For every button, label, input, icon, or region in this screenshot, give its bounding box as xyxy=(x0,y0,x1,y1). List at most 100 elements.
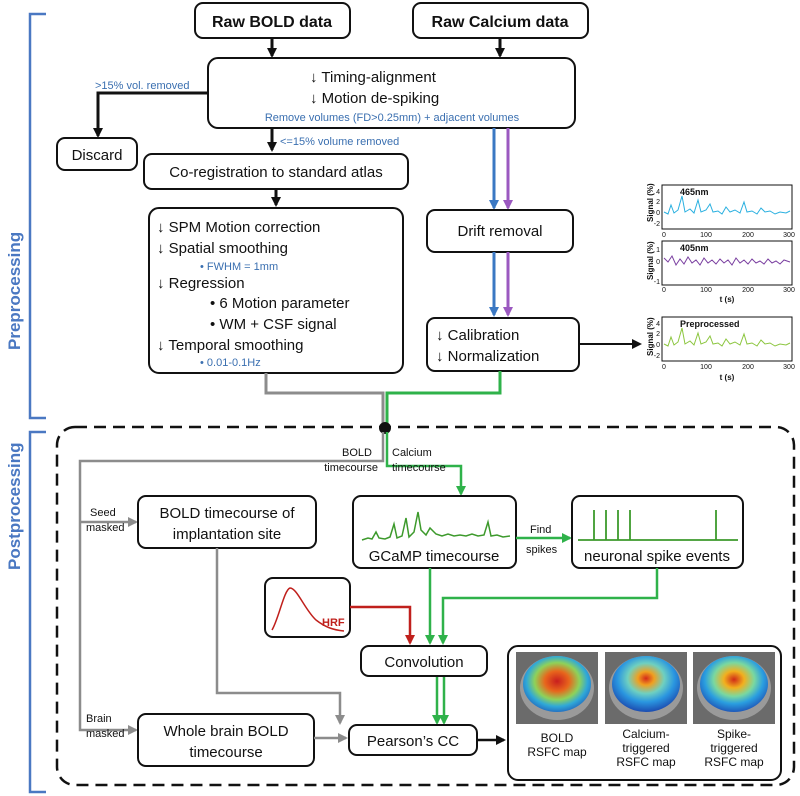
postprocessing-bracket xyxy=(28,430,46,794)
plot-405-xlabel: t (s) xyxy=(720,295,735,304)
wm-csf: • WM + CSF signal xyxy=(210,316,337,333)
plot-405-xtick-3: 300 xyxy=(783,287,795,294)
plot-pre-xtick-3: 300 xyxy=(783,364,795,371)
whole-brain-line2: timecourse xyxy=(189,744,262,761)
trace-preprocessed xyxy=(663,327,791,347)
plot-465-ytick-3: -2 xyxy=(654,221,660,228)
plot-405-ylabel: Signal (%) xyxy=(646,241,655,280)
calcium-timecourse-label-2: timecourse xyxy=(392,462,446,474)
bold-timecourse-label-1: BOLD xyxy=(342,447,372,459)
plot-pre-ytick-2: 0 xyxy=(656,342,660,349)
gcamp-trace xyxy=(361,511,511,541)
postprocessing-label: Postprocessing xyxy=(5,442,24,570)
plot-pre-xtick-1: 100 xyxy=(700,364,712,371)
motion-param: • 6 Motion parameter xyxy=(210,295,350,312)
convolution-box xyxy=(360,645,488,677)
plot-405-ytick-0: 1 xyxy=(656,247,660,254)
timing-alignment-text: ↓ Timing-alignment xyxy=(310,69,437,86)
spike-map-image xyxy=(693,652,775,724)
normalization-label: ↓ Normalization xyxy=(436,348,539,365)
whole-brain-box xyxy=(137,713,315,767)
discard-label: Discard xyxy=(72,147,123,164)
map2-line1: Calcium- xyxy=(622,727,669,741)
map3-line1: Spike- xyxy=(717,727,751,741)
plot-405-xtick-2: 200 xyxy=(742,287,754,294)
remove-volumes-text: Remove volumes (FD>0.25mm) + adjacent vo… xyxy=(265,112,520,124)
bold-timecourse-label-2: timecourse xyxy=(324,462,378,474)
calibration-label: ↓ Calibration xyxy=(436,327,519,344)
plot-pre-ytick-1: 2 xyxy=(656,331,660,338)
plot-pre-xlabel: t (s) xyxy=(720,373,735,382)
gcamp-label: GCaMP timecourse xyxy=(369,548,500,565)
plot-465-ytick-2: 0 xyxy=(656,210,660,217)
plot-465-ytick-1: 2 xyxy=(656,199,660,206)
bold-seed-box xyxy=(137,495,317,549)
regression: ↓ Regression xyxy=(157,275,245,292)
hrf-label: HRF xyxy=(322,617,345,629)
plot-465-xtick-3: 300 xyxy=(783,232,795,239)
spm-motion-correction: ↓ SPM Motion correction xyxy=(157,219,320,236)
map2-line3: RSFC map xyxy=(616,755,676,769)
map3-line2: triggered xyxy=(710,741,757,755)
gt15-label: >15% vol. removed xyxy=(95,80,189,92)
plot-405-ytick-1: 0 xyxy=(656,259,660,266)
drift-removal-label: Drift removal xyxy=(457,223,542,240)
trace-405 xyxy=(663,254,791,267)
temporal-smoothing: ↓ Temporal smoothing xyxy=(157,337,303,354)
brain-masked-label-2: masked xyxy=(86,728,125,740)
plot-pre-ylabel: Signal (%) xyxy=(646,317,655,356)
find-spikes-label-2: spikes xyxy=(526,544,558,556)
calcium-map-image xyxy=(605,652,687,724)
brain-masked-label-1: Brain xyxy=(86,713,112,725)
bold-seed-line1: BOLD timecourse of xyxy=(159,505,295,522)
bold-seed-line2: implantation site xyxy=(173,526,281,543)
plot-pre-ytick-0: 4 xyxy=(656,321,660,328)
discard-box xyxy=(56,137,138,171)
raw-calcium-label: Raw Calcium data xyxy=(432,14,569,31)
bold-map-image xyxy=(516,652,598,724)
spike-train xyxy=(578,510,738,541)
motion-despiking-text: ↓ Motion de-spiking xyxy=(310,90,439,107)
plot-465: 465nm Signal (%) 4 2 0 -2 0 100 200 300 xyxy=(646,183,795,239)
raw-bold-label: Raw BOLD data xyxy=(212,14,332,31)
plot-pre-xtick-0: 0 xyxy=(662,364,666,371)
merge-node xyxy=(379,422,391,434)
seed-masked-label-1: Seed xyxy=(90,507,116,519)
plot-465-xtick-0: 0 xyxy=(662,232,666,239)
spatial-smoothing: ↓ Spatial smoothing xyxy=(157,240,288,257)
calcium-timecourse-label-1: Calcium xyxy=(392,447,432,459)
map2-line2: triggered xyxy=(622,741,669,755)
postprocessing-frame xyxy=(55,425,796,787)
drift-removal-box xyxy=(426,209,574,253)
preprocessing-bracket xyxy=(28,12,46,420)
plot-405-tag: 405nm xyxy=(680,243,709,253)
plot-405-xtick-1: 100 xyxy=(700,287,712,294)
convolution-label: Convolution xyxy=(384,654,463,671)
coregistration-label: Co-registration to standard atlas xyxy=(169,164,382,181)
find-spikes-label-1: Find xyxy=(530,524,551,536)
whole-brain-line1: Whole brain BOLD xyxy=(163,723,288,740)
plot-preprocessed: Preprocessed Signal (%) 4 2 0 -2 0 100 2… xyxy=(646,316,795,382)
map1-line1: BOLD xyxy=(541,731,574,745)
spm-box xyxy=(148,207,404,374)
plot-pre-ytick-3: -2 xyxy=(654,353,660,360)
plot-pre-xtick-2: 200 xyxy=(742,364,754,371)
hrf-curve xyxy=(271,587,345,632)
plot-405-ytick-2: -1 xyxy=(654,279,660,286)
plot-465-ytick-0: 4 xyxy=(656,189,660,196)
band-text: • 0.01-0.1Hz xyxy=(200,357,261,369)
plot-465-xtick-1: 100 xyxy=(700,232,712,239)
pearson-label: Pearson’s CC xyxy=(367,733,459,750)
fwhm-text: • FWHM = 1mm xyxy=(200,261,278,273)
plot-465-xtick-2: 200 xyxy=(742,232,754,239)
seed-masked-label-2: masked xyxy=(86,522,125,534)
spike-events-label: neuronal spike events xyxy=(584,548,730,565)
preprocessing-label: Preprocessing xyxy=(5,232,24,350)
trace-465 xyxy=(663,195,791,215)
plot-pre-tag: Preprocessed xyxy=(680,319,740,329)
map3-line3: RSFC map xyxy=(704,755,764,769)
plot-465-ylabel: Signal (%) xyxy=(646,183,655,222)
plot-405-xtick-0: 0 xyxy=(662,287,666,294)
plot-405: 405nm Signal (%) 1 0 -1 0 100 200 300 t … xyxy=(646,240,795,304)
